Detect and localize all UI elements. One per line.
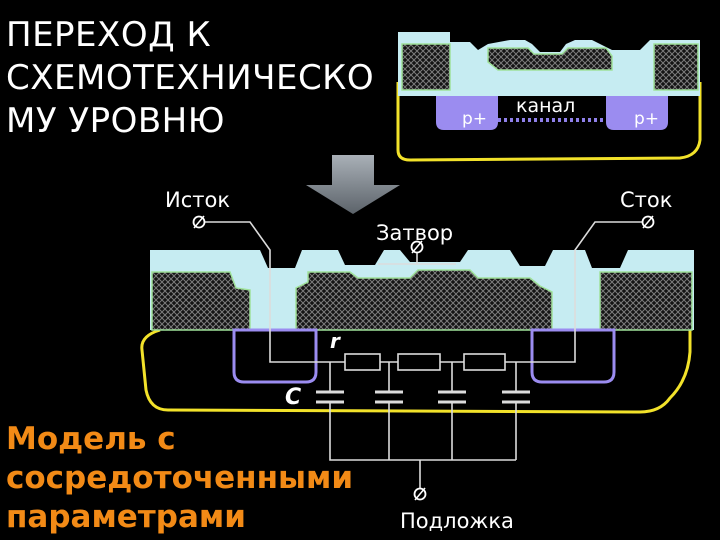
- down-arrow: [306, 155, 400, 214]
- top-right-contact: [653, 43, 699, 91]
- top-structure: p+ p+ канал: [396, 32, 702, 162]
- resistor-3: [463, 353, 506, 371]
- top-p-plus-right: [606, 96, 668, 130]
- drain-p-region: [530, 328, 616, 384]
- slide-title: ПЕРЕХОД К СХЕМОТЕХНИЧЕСКО МУ УРОВНЮ: [6, 15, 375, 141]
- top-p-plus-left: [436, 96, 498, 130]
- resistor-1: [344, 353, 381, 371]
- top-left-contact: [401, 43, 451, 91]
- source-label: Исток: [165, 188, 230, 212]
- capacitor-4: [502, 390, 530, 404]
- capacitor-3: [438, 390, 466, 404]
- channel-label: канал: [516, 95, 575, 117]
- substrate-outline: [140, 328, 692, 414]
- top-substrate-outline: [396, 82, 702, 162]
- terminal-source: [192, 215, 206, 229]
- capacitors: [316, 390, 530, 404]
- resistors: [344, 353, 506, 371]
- p-plus-left-label: p+: [462, 109, 487, 129]
- capacitor-2: [375, 390, 403, 404]
- drain-label: Сток: [620, 188, 672, 212]
- resistor-2: [397, 353, 441, 371]
- terminal-substrate: [413, 487, 427, 501]
- circuit-wires: [205, 221, 642, 490]
- lower-structure: [140, 250, 694, 414]
- source-p-region: [232, 328, 318, 384]
- resistor-label: r: [330, 329, 341, 353]
- terminal-drain: [641, 215, 655, 229]
- drain-contact: [599, 271, 693, 331]
- top-gate-electrode: [487, 47, 613, 71]
- gate-label: Затвор: [376, 221, 453, 245]
- p-plus-right-label: p+: [634, 109, 659, 129]
- slide-subtitle: Модель с сосредоточенными параметрами: [6, 421, 354, 535]
- source-contact: [151, 271, 251, 331]
- capacitor-label: C: [285, 385, 301, 410]
- substrate-label: Подложка: [400, 509, 514, 533]
- capacitor-1: [316, 390, 344, 404]
- terminal-gate: [410, 240, 424, 254]
- gate-electrode: [295, 269, 553, 331]
